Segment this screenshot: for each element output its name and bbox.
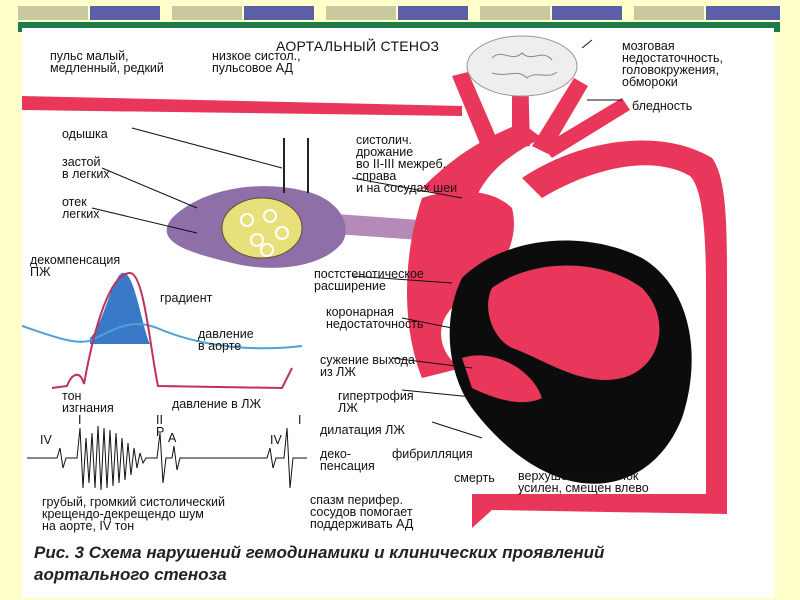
- label-tone-a: A: [168, 431, 177, 445]
- label-spasm: спазм перифер. сосудов помогает поддержи…: [310, 493, 414, 531]
- carotid-right: [532, 78, 588, 154]
- header-bar-1: [18, 6, 88, 20]
- label-tone-i: I: [78, 413, 82, 427]
- systemic-artery: [22, 96, 462, 116]
- label-ejection-tone: тон изгнания: [62, 389, 114, 415]
- caption-area: [22, 538, 774, 598]
- brain-icon: [466, 35, 578, 97]
- label-lv-dilation: дилатация ЛЖ: [320, 423, 405, 437]
- label-pallor: бледность: [632, 99, 693, 113]
- diagram-figure: АОРТАЛЬНЫЙ СТЕНОЗ пульс малый, медленный…: [22, 28, 774, 598]
- label-systolic-tremor: систолич. дрожание во II-III межреб. спр…: [356, 133, 458, 195]
- label-tone-i-right: I: [298, 413, 302, 427]
- aortic-pressure-curve: [22, 323, 303, 350]
- header-bar-9: [634, 6, 704, 20]
- descending-aorta: [522, 140, 727, 498]
- header-bar-4: [244, 6, 314, 20]
- label-murmur: грубый, громкий систолический крещендо-д…: [42, 495, 225, 533]
- label-post-stenotic: постстенотическое расширение: [314, 267, 424, 293]
- alveolus: [263, 209, 277, 223]
- label-dyspnea: одышка: [62, 127, 108, 141]
- header-bar-8: [552, 6, 622, 20]
- figure-caption: Рис. 3 Схема нарушений гемодинамики и кл…: [34, 543, 605, 584]
- alveolus: [240, 213, 254, 227]
- subclavian: [542, 98, 630, 158]
- phonocardiogram: [27, 425, 307, 491]
- label-apex-beat: верхушечный толчок усилен, смещен влево: [518, 469, 649, 495]
- label-aortic-pressure: давление в аорте: [198, 327, 254, 353]
- label-gradient: градиент: [160, 291, 213, 305]
- label-tone-iv-left: IV: [40, 433, 52, 447]
- label-coronary: коронарная недостаточность: [326, 305, 424, 331]
- header-bar-6: [398, 6, 468, 20]
- label-fibrillation: фибрилляция: [392, 447, 473, 461]
- diagram-title: АОРТАЛЬНЫЙ СТЕНОЗ: [276, 38, 440, 54]
- femoral-artery: [472, 494, 727, 528]
- lv-pressure-curve: [51, 271, 293, 390]
- label-brain: мозговая недостаточность, головокружения…: [622, 39, 723, 89]
- label-congestion: застой в легких: [62, 155, 110, 181]
- header-rule: [18, 22, 780, 32]
- lv-cavity: [488, 265, 660, 381]
- label-hypertrophy: гипертрофия ЛЖ: [338, 389, 414, 415]
- label-tone-p: P: [156, 425, 165, 439]
- header-bar-2: [90, 6, 160, 20]
- label-tone-iv-right: IV: [270, 433, 282, 447]
- lung-alveoli: [221, 197, 303, 259]
- alveolus: [250, 233, 264, 247]
- alveolus: [260, 243, 274, 257]
- header-bar-5: [326, 6, 396, 20]
- label-pulse: пульс малый, медленный, редкий: [50, 49, 164, 75]
- header-bar-10: [706, 6, 780, 20]
- label-decompensation: деко- пенсация: [320, 447, 375, 473]
- label-lv-narrowing: сужение выхода из ЛЖ: [320, 353, 415, 379]
- label-lv-pressure: давление в ЛЖ: [172, 397, 262, 411]
- header-bar-7: [480, 6, 550, 20]
- label-edema: отек легких: [62, 195, 100, 221]
- trachea: [283, 138, 309, 193]
- leader-lines: [91, 39, 622, 439]
- lv-pressure-fill: [90, 272, 150, 344]
- diagram-svg: [22, 35, 727, 528]
- label-low-pressure: низкое систол., пульсовое АД: [212, 49, 301, 75]
- carotid-left: [452, 72, 506, 168]
- label-decompensation-rv: декомпенсация ПЖ: [30, 253, 121, 279]
- lv-outflow: [462, 355, 542, 403]
- label-death: смерть: [454, 471, 495, 485]
- header-bar-3: [172, 6, 242, 20]
- label-tone-ii: II: [156, 413, 163, 427]
- alveolus: [275, 226, 289, 240]
- slide-header-bars: [18, 6, 780, 20]
